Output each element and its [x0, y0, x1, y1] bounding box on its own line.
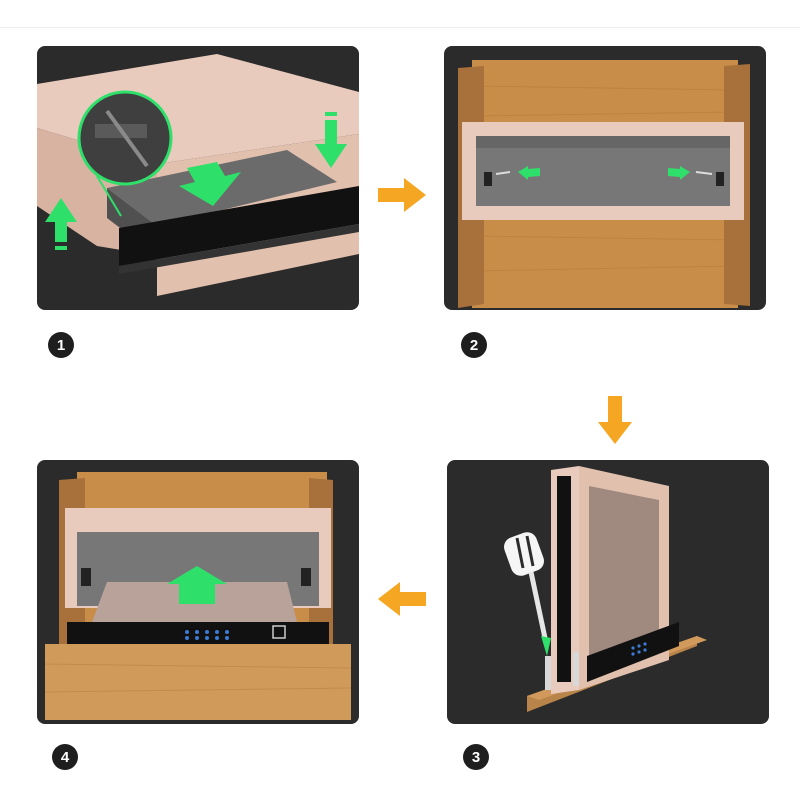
- arrow-left-icon: [378, 582, 426, 616]
- screwdriver-icon: [504, 532, 551, 656]
- step-4-illustration: [37, 460, 359, 724]
- step-2-illustration: [444, 46, 766, 310]
- step-3-illustration: [447, 460, 769, 724]
- arrow-down-icon: [598, 396, 632, 444]
- step-1-illustration: [37, 46, 359, 310]
- step-number-2: 2: [461, 332, 487, 358]
- step-number-4: 4: [52, 744, 78, 770]
- green-direction-arrow-icon: [518, 166, 690, 180]
- top-divider: [0, 27, 800, 28]
- green-direction-arrow-icon: [167, 566, 227, 604]
- step-number-3: 3: [463, 744, 489, 770]
- arrow-right-icon: [378, 178, 426, 212]
- step-number-1: 1: [48, 332, 74, 358]
- green-direction-arrow-icon: [45, 120, 347, 242]
